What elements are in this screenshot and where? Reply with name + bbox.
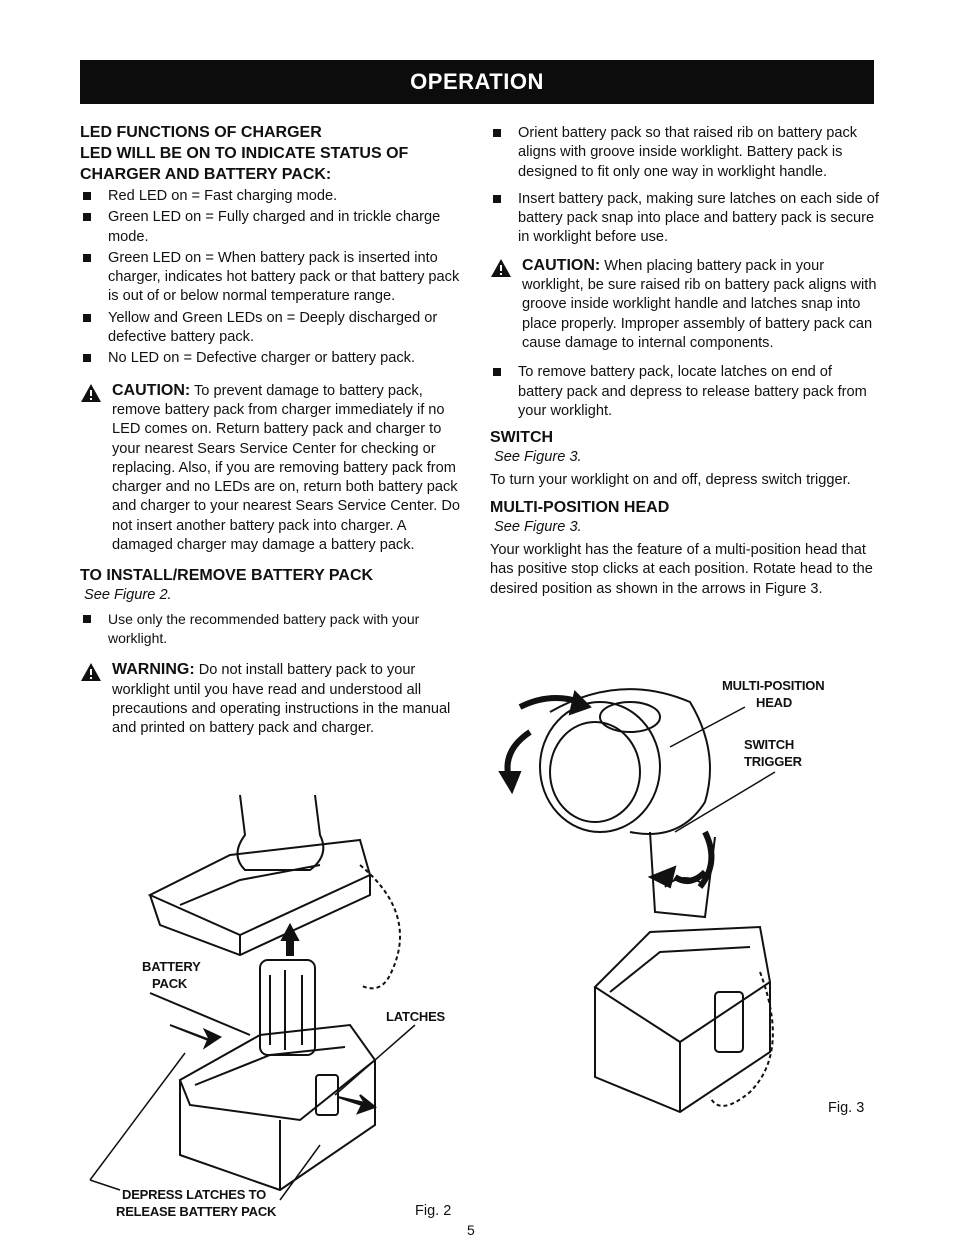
- remove-list: To remove battery pack, locate latches o…: [490, 363, 880, 421]
- warning-triangle-icon: [81, 383, 101, 402]
- install-list: Use only the recommended battery pack wi…: [80, 610, 464, 649]
- list-item: Green LED on = Fully charged and in tric…: [80, 208, 464, 247]
- bullet-icon: [83, 192, 91, 200]
- label-line: DEPRESS LATCHES TO: [122, 1187, 266, 1202]
- figure-3: MULTI-POSITION HEAD SWITCH TRIGGER Fig. …: [490, 672, 880, 1132]
- switch-heading: SWITCH: [490, 429, 554, 447]
- figure-3-caption: Fig. 3: [828, 1100, 865, 1116]
- figure-2-caption: Fig. 2: [415, 1203, 452, 1219]
- section-banner: OPERATION: [80, 60, 874, 104]
- multi-position-heading: MULTI-POSITION HEAD: [490, 498, 670, 516]
- switch-trigger-label: SWITCH TRIGGER: [744, 736, 802, 770]
- list-item-text: To remove battery pack, locate latches o…: [518, 364, 867, 419]
- list-item-text: Insert battery pack, making sure latches…: [518, 190, 879, 246]
- caution-text: To prevent damage to battery pack, remov…: [112, 382, 460, 554]
- list-item-text: Orient battery pack so that raised rib o…: [518, 125, 858, 180]
- warning-callout: WARNING: Do not install battery pack to …: [80, 660, 464, 738]
- label-line: MULTI-POSITION: [722, 678, 825, 693]
- see-figure-3: See Figure 3.: [494, 518, 582, 535]
- warning-text: Do not install battery pack to your work…: [112, 662, 451, 737]
- caution-label: CAUTION:: [522, 256, 601, 274]
- orient-insert-list: Orient battery pack so that raised rib o…: [490, 124, 880, 248]
- list-item: To remove battery pack, locate latches o…: [490, 363, 880, 421]
- led-status-heading: LED WILL BE ON TO INDICATE STATUS OF CHA…: [80, 145, 409, 183]
- bullet-icon: [83, 313, 91, 322]
- caution-callout-right: CAUTION: When placing battery pack in yo…: [490, 256, 880, 353]
- page-number: 5: [467, 1222, 475, 1238]
- section-title: OPERATION: [410, 69, 544, 94]
- warning-triangle-icon: [81, 663, 101, 682]
- bullet-icon: [493, 129, 501, 137]
- list-item-text: Use only the recommended battery pack wi…: [108, 610, 420, 646]
- led-list: Red LED on = Fast charging mode. Green L…: [80, 187, 464, 369]
- warning-label: WARNING:: [112, 661, 195, 679]
- list-item-text: No LED on = Defective charger or battery…: [108, 350, 416, 367]
- led-functions-heading: LED FUNCTIONS OF CHARGER: [80, 124, 322, 141]
- figure-2: BATTERY PACK LATCHES DEPRESS LATCHES TO …: [80, 785, 480, 1225]
- label-line: PACK: [152, 976, 188, 991]
- bullet-icon: [83, 614, 91, 623]
- right-column: Orient battery pack so that raised rib o…: [490, 122, 880, 599]
- list-item: Yellow and Green LEDs on = Deeply discha…: [80, 309, 464, 348]
- warning-triangle-icon: [491, 258, 511, 277]
- depress-latches-label: DEPRESS LATCHES TO RELEASE BATTERY PACK: [116, 1186, 276, 1220]
- multi-position-head-label: MULTI-POSITION HEAD: [722, 677, 825, 711]
- list-item: Orient battery pack so that raised rib o…: [490, 124, 880, 182]
- latches-label: LATCHES: [386, 1009, 446, 1024]
- label-line: SWITCH: [744, 737, 795, 752]
- bullet-icon: [83, 253, 91, 262]
- see-figure-3: See Figure 3.: [494, 449, 582, 466]
- caution-label: CAUTION:: [112, 381, 191, 399]
- list-item-text: Red LED on = Fast charging mode.: [108, 188, 338, 204]
- see-figure-2: See Figure 2.: [84, 587, 172, 604]
- list-item: Red LED on = Fast charging mode.: [80, 187, 464, 206]
- label-line: HEAD: [756, 695, 793, 710]
- caution-text: When placing battery pack in your workli…: [522, 257, 877, 351]
- bullet-icon: [83, 213, 91, 222]
- bullet-icon: [493, 194, 501, 203]
- list-item: Use only the recommended battery pack wi…: [80, 610, 464, 649]
- label-line: BATTERY: [142, 959, 201, 974]
- bullet-icon: [83, 354, 91, 363]
- left-column: LED FUNCTIONS OF CHARGER LED WILL BE ON …: [80, 122, 464, 748]
- multi-position-text: Your worklight has the feature of a mult…: [490, 542, 873, 597]
- list-item-text: Green LED on = Fully charged and in tric…: [108, 209, 441, 245]
- switch-text: To turn your worklight on and off, depre…: [490, 472, 851, 489]
- battery-install-illustration: [89, 794, 416, 1201]
- bullet-icon: [493, 368, 501, 377]
- list-item: Green LED on = When battery pack is inse…: [80, 249, 464, 307]
- list-item-text: Yellow and Green LEDs on = Deeply discha…: [108, 309, 438, 346]
- install-remove-heading: TO INSTALL/REMOVE BATTERY PACK: [80, 567, 374, 585]
- worklight-illustration: [498, 688, 776, 1114]
- label-line: TRIGGER: [744, 754, 802, 769]
- label-line: RELEASE BATTERY PACK: [116, 1204, 277, 1219]
- list-item: No LED on = Defective charger or battery…: [80, 349, 464, 368]
- battery-pack-label: BATTERY PACK: [142, 958, 201, 992]
- list-item-text: Green LED on = When battery pack is inse…: [108, 249, 460, 305]
- caution-callout: CAUTION: To prevent damage to battery pa…: [80, 381, 464, 556]
- list-item: Insert battery pack, making sure latches…: [490, 190, 880, 248]
